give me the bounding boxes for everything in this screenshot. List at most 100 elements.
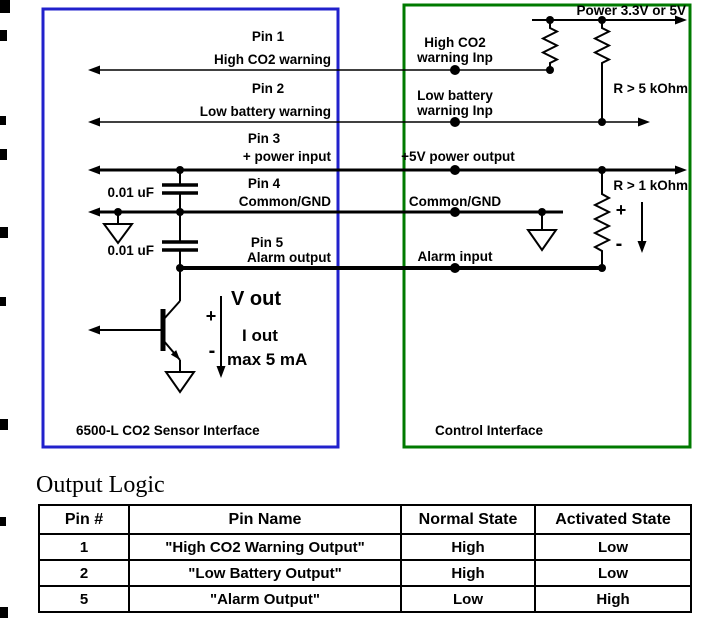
arrow-down-icon [216,366,226,378]
cell-name: "Alarm Output" [128,585,402,613]
capacitor-1: 0.01 uF [107,170,198,212]
junction-dot [114,208,122,216]
junction-dot [538,208,546,216]
capacitor-2: 0.01 uF [107,212,198,268]
terminal-power-label: +5V power output [401,149,515,164]
control-interface-box [402,3,692,449]
arrow-right-icon [675,165,687,175]
junction-dot [176,264,184,272]
scan-artifact [0,297,6,306]
cell-normal: High [400,559,536,587]
cell-normal: Low [400,585,536,613]
junction-dot [598,16,606,24]
cell-name: "High CO2 Warning Output" [128,533,402,561]
terminal-gnd-label: Common/GND [409,194,501,209]
alarm-resistor-label: R > 1 kOhm [613,178,688,193]
scan-artifact [0,0,10,13]
scan-artifact [0,149,7,160]
cell-pin: 2 [38,559,130,587]
terminal-high-co2-line2: warning Inp [416,50,493,65]
header-pin-number: Pin # [38,504,130,535]
pin2-label: Pin 2 [252,81,284,96]
collector-diagonal [162,300,181,321]
cell-pin: 1 [38,533,130,561]
wire-high-co2-warning [88,65,550,75]
alarm-resistor [592,170,612,268]
terminal-high-co2-line1: High CO2 [424,35,486,50]
terminal-dots [450,65,460,273]
alarm-minus-label: - [616,233,623,255]
cell-normal: High [400,533,536,561]
npn-transistor [88,268,181,361]
cell-activated: Low [534,559,692,587]
plus-label: + [206,306,217,326]
power-rail-label: Power 3.3V or 5V [576,3,686,18]
output-logic-title: Output Logic [36,472,165,498]
header-activated-state: Activated State [534,504,692,535]
junction-dot [598,118,606,126]
pullup-resistor-2 [592,20,612,122]
cell-activated: Low [534,533,692,561]
terminal-alarm-label: Alarm input [417,249,493,264]
scan-artifact [0,517,6,526]
table-row: 5 "Alarm Output" Low High [38,585,692,613]
table-header-row: Pin # Pin Name Normal State Activated St… [38,504,692,535]
junction-dots [114,16,606,272]
ground-icon [526,212,558,252]
junction-dot [598,264,606,272]
pin4-signal-label: Common/GND [239,194,331,209]
sensor-box-title: 6500-L CO2 Sensor Interface [76,423,260,438]
cell-pin: 5 [38,585,130,613]
ground-icon [102,212,134,245]
junction-dot [546,16,554,24]
current-direction-arrow-icon [637,202,647,253]
output-annotation: V out + I out - max 5 mA [206,288,307,378]
minus-label: - [209,340,216,362]
scan-artifact [0,419,8,430]
capacitor2-value: 0.01 uF [107,243,154,258]
v-out-label: V out [231,288,281,310]
pin5-label: Pin 5 [251,235,284,250]
pullup-resistor-1 [540,20,560,70]
terminal-dot [450,207,460,217]
control-box-title: Control Interface [435,423,544,438]
sensor-interface-box [41,7,340,449]
arrow-right-icon [675,15,687,25]
ground-triangle [102,223,134,245]
pin4-label: Pin 4 [248,176,281,191]
scan-artifact [0,227,8,238]
pin3-signal-label: + power input [243,149,332,164]
output-logic-table: Pin # Pin Name Normal State Activated St… [38,504,692,613]
terminal-dot [450,263,460,273]
terminal-low-battery-line1: Low battery [417,88,493,103]
wire-power [88,165,687,175]
terminal-dot [450,117,460,127]
capacitor1-value: 0.01 uF [107,185,154,200]
junction-dot [176,208,184,216]
junction-dot [176,166,184,174]
max-current-label: max 5 mA [227,350,307,369]
scan-artifact [0,30,7,41]
ground-triangle [164,371,196,394]
pullup-resistor-label: R > 5 kOhm [613,81,688,96]
cell-activated: High [534,585,692,613]
header-pin-name: Pin Name [128,504,402,535]
table-row: 1 "High CO2 Warning Output" High Low [38,533,692,561]
table-row: 2 "Low Battery Output" High Low [38,559,692,587]
arrow-left-icon [88,325,100,335]
arrow-left-icon [88,117,100,127]
wire-common-gnd [88,207,563,217]
alarm-plus-label: + [616,200,627,220]
wire-low-battery-warning [88,117,650,127]
ground-triangle [526,229,558,252]
pin1-signal-label: High CO2 warning [214,52,331,67]
pin1-label: Pin 1 [252,29,285,44]
schematic-diagram: Power 3.3V or 5V R > 5 kO [41,3,692,449]
junction-dot [546,66,554,74]
arrow-right-icon [638,117,650,127]
terminal-low-battery-line2: warning Inp [416,103,493,118]
emitter-arrow-icon [170,350,180,360]
ground-icon [164,360,196,394]
arrow-left-icon [88,207,100,217]
scan-artifact [0,116,6,125]
